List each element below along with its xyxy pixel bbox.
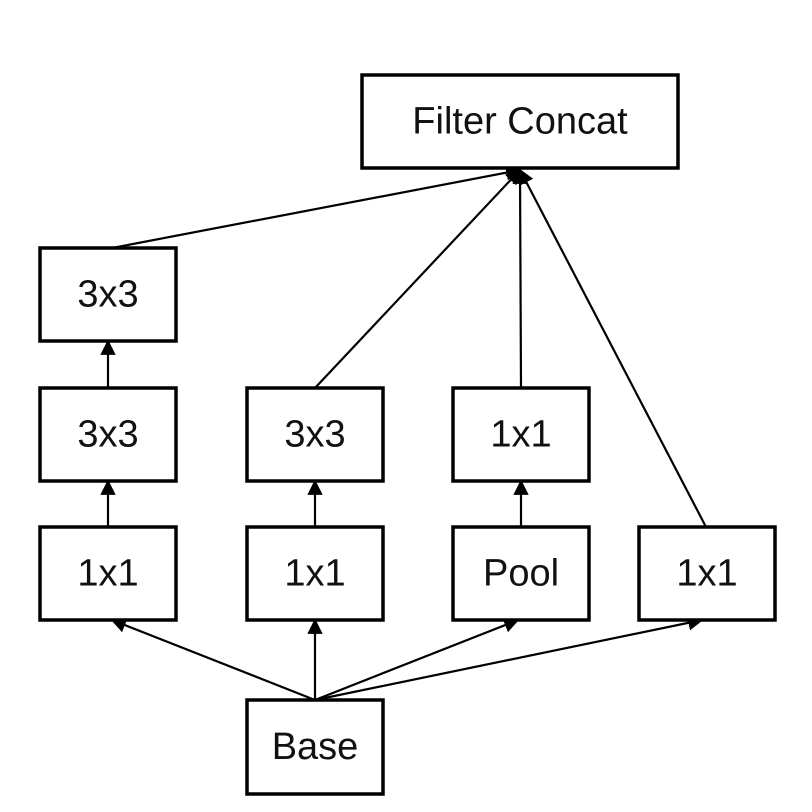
node-box-b3-pool [451,525,591,622]
node-b1-3x3-mid: 3x3 [38,386,178,483]
arrow-base-to-b4-1x1 [314,615,704,702]
node-b3-1x1: 1x1 [451,386,591,483]
node-label-b2-3x3: 3x3 [284,414,345,456]
arrow-b3-1x1-to-filter-concat [512,168,528,389]
node-box-b3-1x1 [451,386,591,483]
node-box-b1-1x1 [38,525,178,622]
arrow-base-to-b3-pool [314,617,520,702]
node-box-b2-3x3 [245,386,385,483]
node-box-b2-1x1 [245,525,385,622]
node-box-b1-3x3-mid [38,386,178,483]
node-box-base [245,698,385,796]
node-b1-1x1: 1x1 [38,525,178,622]
node-box-b4-1x1 [637,525,777,622]
node-b1-3x3-top: 3x3 [38,246,178,343]
node-label-b3-pool: Pool [483,553,559,595]
node-b2-1x1: 1x1 [245,525,385,622]
node-b4-1x1: 1x1 [637,525,777,622]
node-filter-concat: Filter Concat [360,73,680,170]
node-label-b1-3x3-top: 3x3 [77,274,138,316]
node-box-b1-3x3-top [38,246,178,343]
node-base: Base [245,698,385,796]
node-label-base: Base [272,726,359,768]
arrow-b2-3x3-to-filter-concat [314,168,522,389]
edges-layer [100,165,707,702]
node-label-b4-1x1: 1x1 [676,553,737,595]
node-label-b3-1x1: 1x1 [490,414,551,456]
node-label-b2-1x1: 1x1 [284,553,345,595]
arrow-b4-1x1-to-filter-concat [519,168,707,528]
node-box-filter-concat [360,73,680,170]
arrow-base-to-b1-1x1 [110,617,316,702]
node-label-filter-concat: Filter Concat [412,101,628,143]
node-b3-pool: Pool [451,525,591,622]
node-b2-3x3: 3x3 [245,386,385,483]
node-label-b1-3x3-mid: 3x3 [77,414,138,456]
node-label-b1-1x1: 1x1 [77,553,138,595]
arrow-b1-3x3-top-to-filter-concat [111,165,522,250]
